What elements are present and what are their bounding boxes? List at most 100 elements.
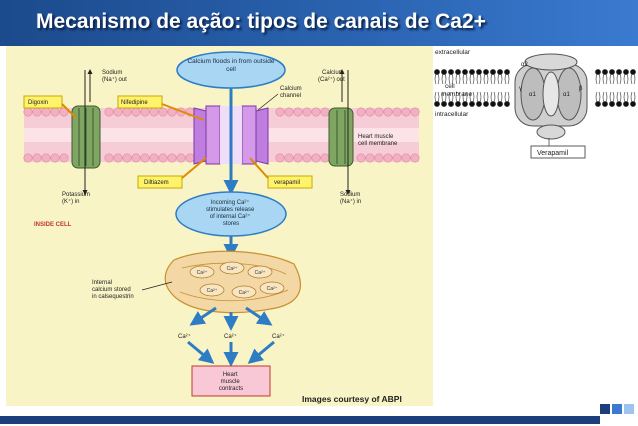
inside-cell-label: INSIDE CELL: [34, 222, 72, 228]
phospholipid-head: [275, 107, 285, 117]
lipid-head: [469, 101, 475, 107]
lipid-head: [616, 101, 622, 107]
svg-text:Ca²⁺: Ca²⁺: [267, 286, 278, 292]
lipid-tail: [455, 91, 461, 103]
footer-bar: [0, 416, 600, 424]
phospholipid-head: [104, 107, 114, 117]
lipid-head: [462, 69, 468, 75]
svg-text:Digoxin: Digoxin: [28, 100, 48, 106]
footer-square-light: [624, 404, 634, 414]
svg-text:Ca²⁺: Ca²⁺: [197, 270, 208, 276]
lipid-tail: [462, 91, 468, 103]
phospholipid-head: [131, 153, 141, 163]
lipid-head: [434, 69, 440, 75]
phospholipid-head: [23, 107, 33, 117]
phospholipid-head: [113, 153, 123, 163]
digoxin-label: Digoxin: [23, 95, 77, 119]
slide-title: Mecanismo de ação: tipos de canais de Ca…: [36, 10, 486, 33]
lipid-tail: [602, 91, 608, 103]
lipid-head: [595, 101, 601, 107]
svg-text:Ca²⁺: Ca²⁺: [227, 266, 238, 272]
phospholipid-head: [122, 107, 132, 117]
sodium-in-label: Sodium(Na⁺) in: [340, 192, 361, 205]
phospholipid-head: [41, 153, 51, 163]
svg-text:verapamil: verapamil: [274, 180, 300, 186]
sodium-potassium-pump: [71, 105, 101, 169]
lipid-tail: [441, 73, 447, 85]
calcium-floods-bubble: [176, 51, 286, 89]
subunit-gamma: γ: [519, 86, 522, 92]
lipid-tail: [609, 73, 615, 85]
subunit-alpha1-left: α1: [529, 92, 536, 98]
lipid-head: [595, 69, 601, 75]
phospholipid-head: [311, 107, 321, 117]
phospholipid-head: [311, 153, 321, 163]
membrane-label: membrane: [441, 91, 472, 98]
phospholipid-head: [59, 153, 69, 163]
lipid-tail: [595, 91, 601, 103]
phospholipid-head: [320, 153, 330, 163]
lipid-head: [448, 101, 454, 107]
lipid-head: [455, 101, 461, 107]
lipid-tail: [462, 73, 468, 85]
phospholipid-head: [158, 107, 168, 117]
phospholipid-head: [50, 153, 60, 163]
calcium-channel-diagram-svg: Calcium floods in from outside cell Sodi…: [23, 51, 420, 404]
lipid-head: [462, 101, 468, 107]
ca-label-left: Ca²⁺: [178, 333, 191, 340]
lipid-head: [630, 69, 636, 75]
phospholipid-head: [374, 153, 384, 163]
phospholipid-head: [374, 107, 384, 117]
ca-release-arrow-right: [245, 306, 273, 326]
lipid-head: [469, 69, 475, 75]
phospholipid-head: [302, 153, 312, 163]
extracellular-label: extracellular: [435, 49, 471, 56]
phospholipid-head: [356, 153, 366, 163]
channel-complex: [514, 53, 588, 140]
phospholipid-head: [410, 153, 420, 163]
ca-release-arrow-left: [189, 306, 217, 326]
phospholipid-head: [401, 107, 411, 117]
lipid-head: [497, 101, 503, 107]
lipid-head: [616, 69, 622, 75]
phospholipid-head: [23, 153, 33, 163]
lipid-tail: [504, 73, 510, 85]
lipid-head: [441, 69, 447, 75]
lipid-tail: [469, 91, 475, 103]
calcium-channel: [193, 105, 269, 165]
diltiazem-label: Diltiazem: [137, 157, 207, 189]
lipid-tail: [490, 91, 496, 103]
phospholipid-head: [149, 153, 159, 163]
phospholipid-head: [383, 107, 393, 117]
svg-text:Diltiazem: Diltiazem: [144, 180, 169, 186]
lipid-tail: [441, 91, 447, 103]
phospholipid-head: [32, 153, 42, 163]
phospholipid-head: [149, 107, 159, 117]
svg-text:Nifedipine: Nifedipine: [121, 100, 148, 106]
release-bubble: [175, 191, 287, 237]
phospholipid-head: [365, 107, 375, 117]
lipid-head: [609, 69, 615, 75]
lipid-head: [455, 69, 461, 75]
lipid-head: [504, 69, 510, 75]
store-pointer: [141, 281, 173, 291]
phospholipid-head: [401, 153, 411, 163]
subunit-alpha1-right: α1: [563, 92, 570, 98]
phospholipid-head: [140, 107, 150, 117]
phospholipid-head: [104, 153, 114, 163]
release-text: Incoming Ca²⁺ stimulates release of inte…: [206, 199, 256, 227]
channel-pointer: [257, 93, 279, 111]
phospholipid-head: [140, 153, 150, 163]
phospholipid-head: [131, 107, 141, 117]
lipid-head: [483, 69, 489, 75]
potassium-in-label: Potassium(K⁺) in: [62, 192, 90, 205]
phospholipid-head: [392, 107, 402, 117]
sodium-calcium-exchanger: [328, 107, 354, 167]
lipid-tail: [497, 73, 503, 85]
phospholipid-head: [383, 153, 393, 163]
lipid-head: [483, 101, 489, 107]
verapamil-box: [530, 145, 586, 159]
phospholipid-head: [176, 153, 186, 163]
